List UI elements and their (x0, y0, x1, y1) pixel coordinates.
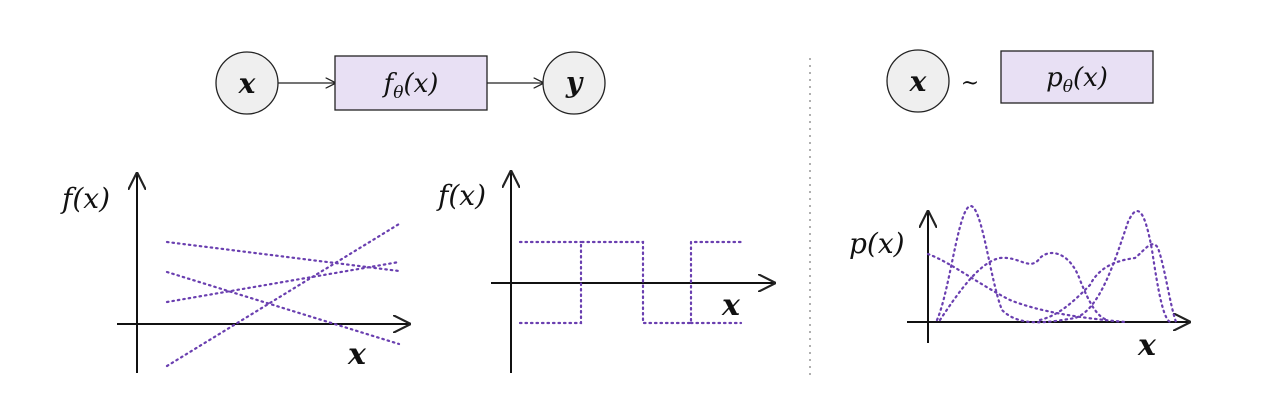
plot-linear-xlabel: x (347, 337, 367, 372)
density-curve (926, 252, 1127, 324)
sampling-relation: ~ (961, 71, 979, 96)
linear-curve (165, 260, 401, 304)
density-curve (935, 204, 1172, 324)
input-node-label: x (238, 67, 256, 100)
plot-step-xlabel: x (721, 288, 741, 323)
supervised-pipeline: x fθ(x) y (215, 51, 606, 115)
plot-step: f(x) x (436, 172, 774, 373)
density-curve (938, 251, 1110, 322)
plot-density-curves (926, 204, 1178, 324)
function-box-label: fθ(x) (382, 69, 439, 103)
output-node-label: y (565, 66, 584, 99)
plot-linear-curves (165, 222, 401, 368)
density-curve (1038, 243, 1178, 324)
distribution-box (1000, 50, 1154, 104)
output-node-y (542, 51, 606, 115)
gen-input-node-x (886, 49, 950, 113)
linear-curve (165, 240, 401, 273)
step-curve (518, 240, 743, 325)
plot-density: p(x) x (849, 204, 1189, 363)
generative-model: x ~ pθ(x) (886, 49, 1154, 113)
linear-curve (165, 222, 401, 368)
plot-linear: f(x) x (60, 174, 409, 373)
plot-linear-ylabel: f(x) (60, 182, 110, 215)
linear-curve (165, 270, 401, 346)
gen-input-node-label: x (909, 65, 927, 98)
plot-density-xlabel: x (1137, 328, 1157, 363)
plot-step-ylabel: f(x) (436, 179, 486, 212)
plot-density-ylabel: p(x) (849, 227, 905, 260)
distribution-box-label: pθ(x) (1046, 63, 1108, 97)
function-box (334, 55, 488, 111)
